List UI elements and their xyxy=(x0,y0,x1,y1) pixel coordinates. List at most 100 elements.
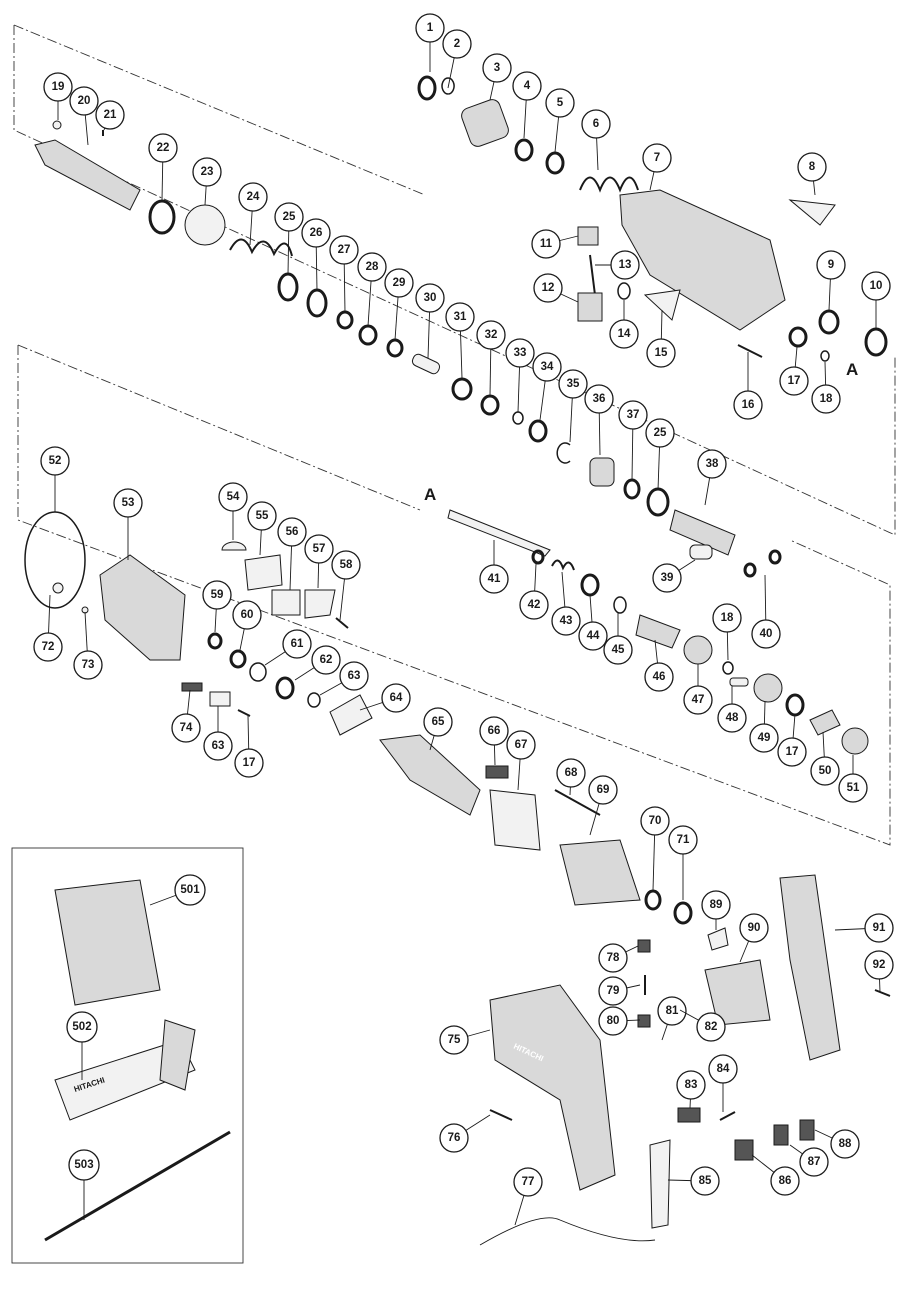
callout-circle xyxy=(642,143,672,173)
callout-number: 13 xyxy=(619,259,632,271)
callout-number: 10 xyxy=(870,280,883,292)
callout-circle xyxy=(779,366,809,396)
part-callout-62: 62 xyxy=(311,645,341,675)
callout-circle xyxy=(476,320,506,350)
callout-number: 62 xyxy=(320,654,333,666)
callout-number: 88 xyxy=(839,1138,852,1150)
callout-circle xyxy=(799,1147,829,1177)
callout-number: 17 xyxy=(786,746,799,758)
callout-circle xyxy=(864,950,894,980)
part-callout-49: 49 xyxy=(749,723,779,753)
callout-number: 77 xyxy=(522,1176,535,1188)
callout-circle xyxy=(277,517,307,547)
assembly-frames xyxy=(11,24,896,1264)
callout-circle xyxy=(232,600,262,630)
callout-circle xyxy=(598,1006,628,1036)
callout-number: 46 xyxy=(653,671,666,683)
callout-number: 92 xyxy=(873,959,886,971)
part-callout-39: 39 xyxy=(652,563,682,593)
part-callout-75: 75 xyxy=(439,1025,469,1055)
callout-circle xyxy=(415,13,445,43)
callout-number: 28 xyxy=(366,261,379,273)
callout-circle xyxy=(148,133,178,163)
part-callout-86: 86 xyxy=(770,1166,800,1196)
callout-number: 45 xyxy=(612,644,625,656)
callout-number: 34 xyxy=(541,361,554,373)
callout-number: 1 xyxy=(427,22,434,34)
part-callout-83: 83 xyxy=(676,1070,706,1100)
callout-circle xyxy=(40,446,70,476)
callout-circle xyxy=(202,580,232,610)
callout-number: 89 xyxy=(710,899,723,911)
part-callout-65: 65 xyxy=(423,707,453,737)
part-callout-59: 59 xyxy=(202,580,232,610)
part-callout-26: 26 xyxy=(301,218,331,248)
callout-number: 50 xyxy=(819,765,832,777)
part-callout-81: 81 xyxy=(657,996,687,1026)
part-callout-19: 19 xyxy=(43,72,73,102)
callout-number: 22 xyxy=(157,142,170,154)
callout-circle xyxy=(415,283,445,313)
callout-number: 27 xyxy=(338,244,351,256)
callout-number: 60 xyxy=(241,609,254,621)
part-callout-53: 53 xyxy=(113,488,143,518)
callout-circle xyxy=(479,716,509,746)
callout-circle xyxy=(777,737,807,767)
callout-circle xyxy=(439,1025,469,1055)
part-callout-27: 27 xyxy=(329,235,359,265)
part-callout-4: 4 xyxy=(512,71,542,101)
part-callout-56: 56 xyxy=(277,517,307,547)
part-callout-5: 5 xyxy=(545,88,575,118)
callout-circle xyxy=(830,1129,860,1159)
part-callout-22: 22 xyxy=(148,133,178,163)
callout-circle xyxy=(733,390,763,420)
callout-circle xyxy=(588,775,618,805)
callout-number: 67 xyxy=(515,739,528,751)
callout-layer: 1234567891011121314151617181920212223242… xyxy=(33,13,894,1226)
callout-circle xyxy=(578,621,608,651)
part-callout-18: 18 xyxy=(712,603,742,633)
callout-circle xyxy=(717,703,747,733)
part-callout-40: 40 xyxy=(751,619,781,649)
callout-circle xyxy=(739,913,769,943)
callout-circle xyxy=(113,488,143,518)
callout-number: 15 xyxy=(655,347,668,359)
callout-number: 40 xyxy=(760,628,773,640)
callout-number: 26 xyxy=(310,227,323,239)
callout-number: 2 xyxy=(454,38,460,50)
callout-circle xyxy=(816,250,846,280)
callout-circle xyxy=(652,563,682,593)
callout-number: 78 xyxy=(607,952,620,964)
callout-circle xyxy=(282,629,312,659)
part-callout-92: 92 xyxy=(864,950,894,980)
callout-circle xyxy=(861,271,891,301)
part-callout-41: 41 xyxy=(479,564,509,594)
callout-circle xyxy=(701,890,731,920)
part-callout-35: 35 xyxy=(558,369,588,399)
callout-circle xyxy=(668,825,698,855)
callout-circle xyxy=(676,1070,706,1100)
callout-number: 79 xyxy=(607,985,620,997)
callout-circle xyxy=(512,71,542,101)
part-callout-71: 71 xyxy=(668,825,698,855)
callout-number: 24 xyxy=(247,191,260,203)
callout-circle xyxy=(304,534,334,564)
part-callout-9: 9 xyxy=(816,250,846,280)
callout-number: 69 xyxy=(597,784,610,796)
part-callout-20: 20 xyxy=(69,86,99,116)
part-callout-16: 16 xyxy=(733,390,763,420)
part-callout-70: 70 xyxy=(640,806,670,836)
callout-circle xyxy=(811,384,841,414)
part-callout-15: 15 xyxy=(646,338,676,368)
part-callout-14: 14 xyxy=(609,319,639,349)
part-callout-66: 66 xyxy=(479,716,509,746)
callout-number: 47 xyxy=(692,694,705,706)
callout-circle xyxy=(68,1149,100,1181)
callout-number: 55 xyxy=(256,510,269,522)
callout-circle xyxy=(533,273,563,303)
callout-number: 43 xyxy=(560,615,573,627)
callout-number: 17 xyxy=(243,757,256,769)
callout-circle xyxy=(423,707,453,737)
callout-number: 42 xyxy=(528,599,541,611)
part-callout-10: 10 xyxy=(861,271,891,301)
